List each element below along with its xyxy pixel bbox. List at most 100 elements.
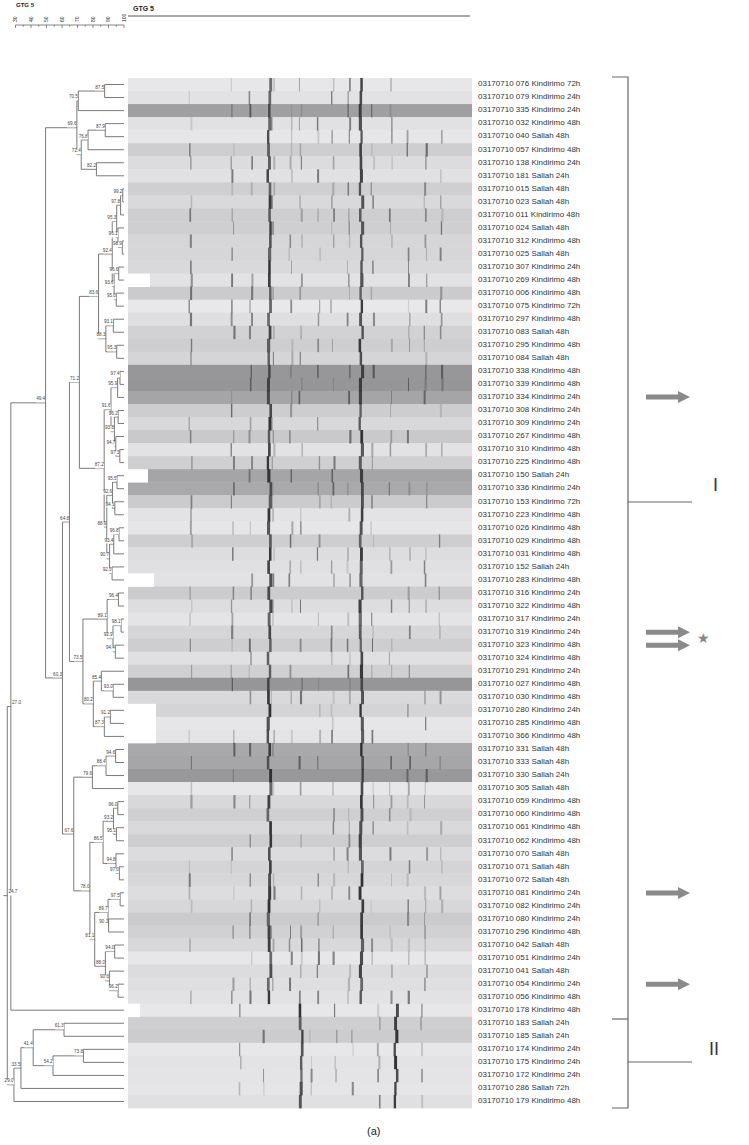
gel-band [424,339,425,352]
gel-band [189,873,191,886]
gel-band [190,508,192,521]
gel-band [408,274,410,287]
gel-band [300,1069,302,1082]
gel-band [425,352,427,365]
gel-band [371,456,373,469]
similarity-value: 99.2 [113,190,122,195]
gel-band [317,756,318,769]
gel-band [359,886,362,899]
gel-lane [128,613,472,626]
gel-band [408,326,410,339]
gel-band [333,234,335,247]
scale-tick [100,25,101,27]
gel-band [190,261,192,274]
gel-band [317,130,319,143]
gel-band [408,247,410,260]
strain-label: 03170710 322 Kindirimo 48h [478,602,580,610]
gel-band [333,156,335,169]
gel-band [360,169,363,182]
gel-band [319,730,321,743]
gel-band [267,912,270,925]
dendrogram-branch [108,899,120,900]
dendrogram-branch [104,526,107,527]
gel-band [441,860,442,873]
similarity-value: 94.7 [106,441,115,446]
scale-number: 100 [122,14,127,22]
gel-band [289,430,291,443]
gel-band [231,860,232,873]
similarity-value: 94.0 [105,947,114,952]
gel-band [349,430,351,443]
dendrogram-branch [11,1010,124,1011]
dendrogram-branch [116,749,124,750]
gel-band [348,221,350,234]
gel-band [268,365,270,378]
gel-band [269,234,272,247]
gel-band [291,261,293,274]
gel-band [333,482,335,495]
gel-band [269,482,272,495]
gel-lane [128,769,472,782]
gel-band [300,143,302,156]
gel-band [251,274,253,287]
gel-band [231,665,232,678]
dendrogram-branch [110,573,112,574]
strain-label: 03170710 223 Kindirimo 48h [478,511,580,519]
strain-label: 03170710 082 Kindirimo 24h [478,902,580,910]
dendrogram-branch [78,91,104,92]
gel-band [272,287,274,300]
gel-band [249,795,251,808]
gel-lane [128,495,472,508]
gel-band [360,795,363,808]
gel-lane [128,717,472,730]
strain-label: 03170710 336 Kindirimo 24h [478,484,580,492]
gel-lane [128,417,472,430]
dendrogram-branch [88,130,105,131]
gel-lane [128,208,472,221]
gel-band [267,339,270,352]
dendrogram-branch [78,110,124,111]
lane-notch [128,469,148,482]
dendrogram-branch [118,593,124,594]
star-mark: ★ [697,631,710,645]
gel-band [250,586,251,599]
dendrogram-branch [105,136,124,137]
dendrogram-branch [83,619,107,620]
gel-band [317,117,318,130]
gel-band [348,886,350,899]
gel-band [391,156,392,169]
gel-band [424,560,425,573]
gel-lane [128,860,472,873]
similarity-value: 93.2 [104,816,113,821]
gel-band [441,130,443,143]
gel-band [318,613,319,626]
gel-band [191,600,192,613]
gel-band [300,600,301,613]
strain-label: 03170710 029 Kindirimo 48h [478,537,580,545]
scale-tick [54,25,55,27]
gel-band [377,1043,379,1056]
gel-band [299,1095,302,1108]
similarity-value: 69.6 [68,123,77,128]
scale-title: GTG 5 [16,2,34,8]
gel-band [269,195,272,208]
dendrogram-branch [114,299,116,300]
strain-label: 03170710 316 Kindirimo 24h [478,589,580,597]
similarity-value: 93.1 [104,321,113,326]
gel-band [379,1095,381,1108]
gel-band [267,756,270,769]
gel-band [408,261,410,274]
gel-band [267,678,270,691]
strain-label: 03170710 080 Kindirimo 24h [478,915,580,923]
cluster-number: I [713,476,718,494]
gel-band [407,795,409,808]
lane-notch [128,573,154,586]
scale-tick [15,25,16,28]
gel-band [189,730,190,743]
dendrogram-branch [113,482,117,483]
strain-label: 03170710 181 Sallah 24h [478,172,569,180]
gel-band [425,208,427,221]
gel-lane [128,978,472,991]
gel-band [231,443,232,456]
gel-band [361,769,363,782]
